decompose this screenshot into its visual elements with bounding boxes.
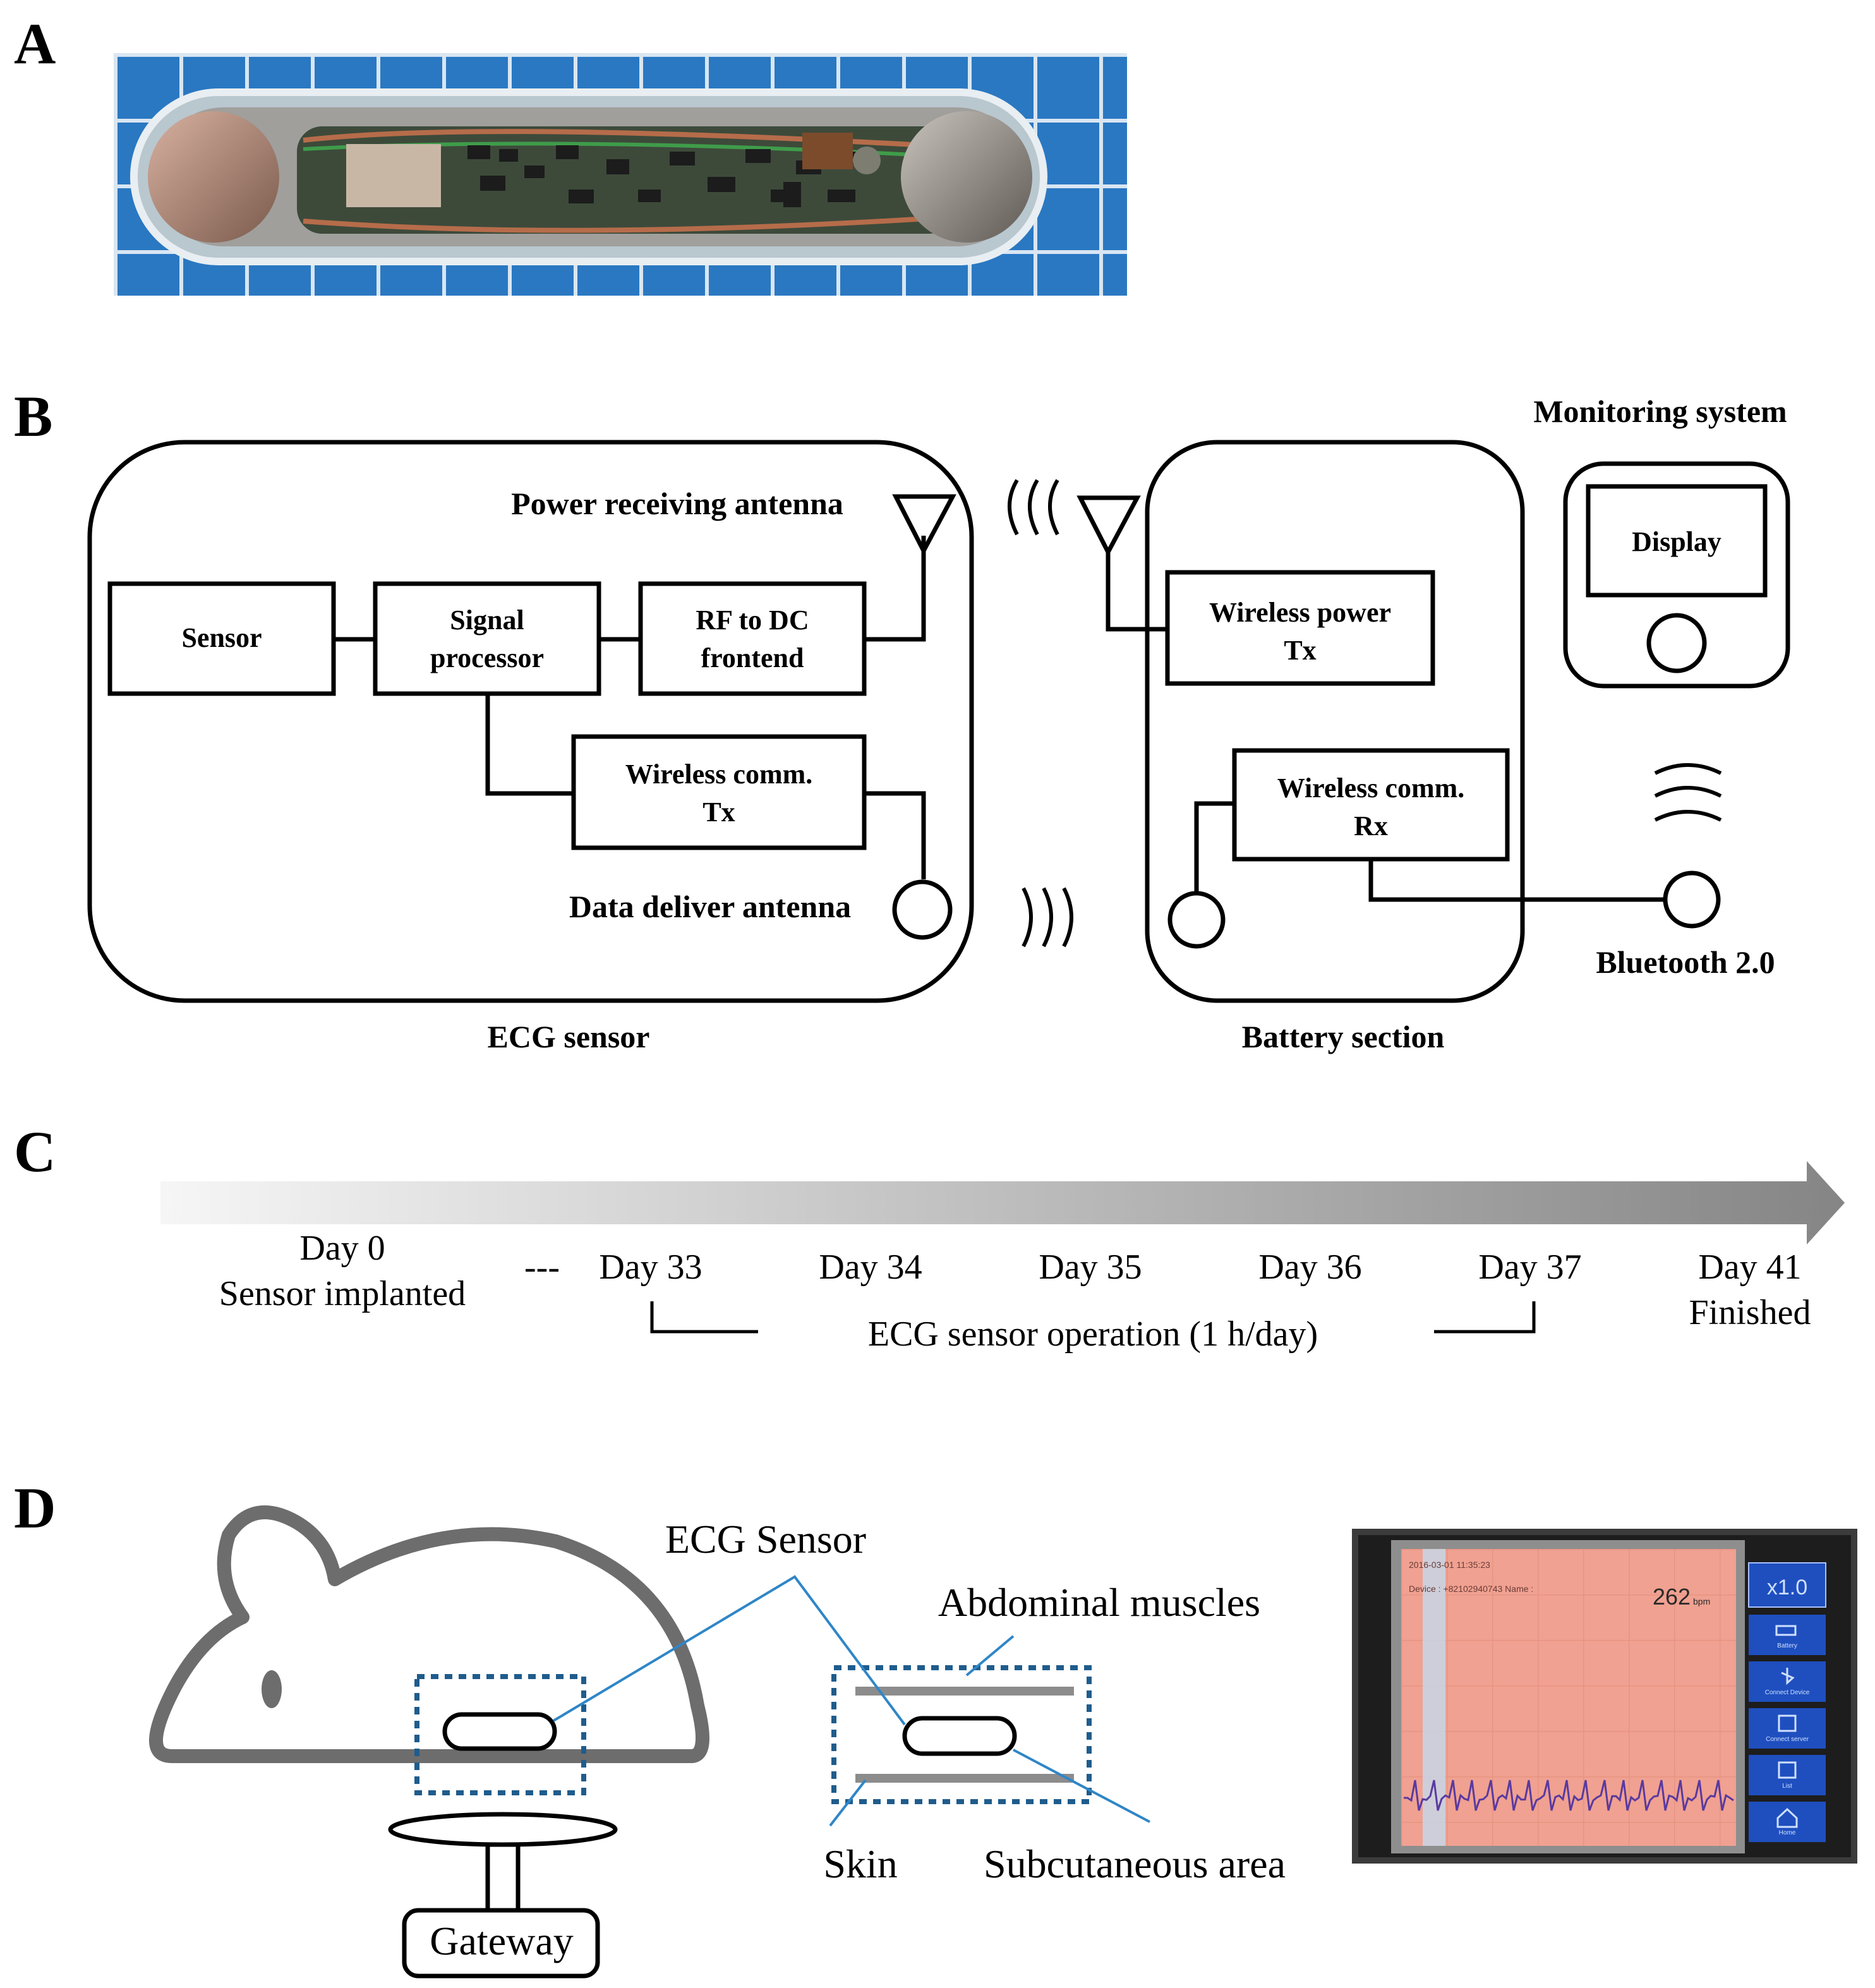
screen-menu: x1.0 Battery Connect Device Connect serv… <box>1748 1562 1826 1842</box>
bluetooth-wave-icon <box>1654 763 1722 822</box>
zoom-button[interactable] <box>1748 1562 1826 1608</box>
skin-leader <box>829 1779 867 1827</box>
battery-section-outline <box>1145 440 1525 1003</box>
monitoring-button-icon <box>1646 613 1707 673</box>
bluetooth-icon <box>1781 1668 1795 1685</box>
abdominal-leader <box>965 1635 1015 1677</box>
sensor-location-box <box>414 1674 586 1795</box>
rf-dc-label-1: RF to DC <box>696 605 809 636</box>
screen-heart-rate: 262 <box>1653 1584 1691 1610</box>
comm-rx-label-2: Rx <box>1354 810 1388 841</box>
ecg-sensor-caption: ECG sensor <box>488 1019 650 1054</box>
monitoring-device-outline <box>1563 461 1790 689</box>
ecg-data-wires <box>485 694 926 879</box>
skin-label: Skin <box>823 1841 897 1886</box>
battery-icon <box>1775 1625 1797 1636</box>
server-icon <box>1778 1714 1797 1732</box>
subcutaneous-leader <box>1013 1749 1150 1823</box>
power-tx-label-1: Wireless power <box>1209 597 1391 628</box>
panel-letter-b: B <box>14 384 52 449</box>
subcutaneous-label: Subcutaneous area <box>984 1841 1286 1886</box>
bluetooth-label: Bluetooth 2.0 <box>1596 944 1775 980</box>
skin-layer <box>855 1774 1074 1783</box>
sensor-block-label: Sensor <box>181 622 262 653</box>
data-wave-icon <box>1022 887 1073 948</box>
power-tx-block <box>1165 570 1435 686</box>
day-41-sublabel: Finished <box>1689 1293 1811 1332</box>
signal-processor-block <box>373 581 601 696</box>
comm-tx-label-2: Tx <box>702 797 735 828</box>
implanted-sensor-icon <box>442 1712 557 1751</box>
power-tx-label-2: Tx <box>1284 635 1316 666</box>
connect-server-label: Connect server <box>1766 1736 1809 1743</box>
ecg-trace <box>1404 1780 1734 1811</box>
rf-dc-block <box>638 581 867 696</box>
day-33-label: Day 33 <box>599 1248 702 1287</box>
battery-button-label: Battery <box>1777 1642 1797 1649</box>
ecg-sensor-leader <box>552 1575 906 1726</box>
ecg-power-wires <box>334 536 926 642</box>
day-37-label: Day 37 <box>1478 1248 1581 1287</box>
list-icon <box>1778 1761 1797 1779</box>
battery-section-caption: Battery section <box>1242 1019 1445 1054</box>
power-wave-icon <box>1008 479 1059 536</box>
day-41-label: Day 41 <box>1698 1248 1801 1287</box>
power-antenna-label: Power receiving antenna <box>511 486 843 521</box>
power-receiving-antenna-icon <box>892 494 956 556</box>
screen-device-line: Device : +82102940743 Name : <box>1409 1584 1533 1594</box>
comm-tx-label-1: Wireless comm. <box>625 759 813 790</box>
display-block <box>1586 484 1768 598</box>
battery-power-wire <box>1106 552 1167 632</box>
sensor-photo <box>114 53 1127 296</box>
comm-tx-block <box>571 734 867 850</box>
gateway-icon <box>388 1812 618 1979</box>
timeline-arrow <box>160 1161 1845 1244</box>
data-deliver-antenna-icon <box>892 879 953 940</box>
ecg-sensor-label: ECG Sensor <box>665 1517 866 1562</box>
day-34-label: Day 34 <box>819 1248 922 1287</box>
comm-rx-block <box>1232 748 1510 862</box>
signal-processor-label-2: processor <box>430 642 544 673</box>
comm-rx-label-1: Wireless comm. <box>1277 773 1465 804</box>
timeline-ellipsis: --- <box>524 1248 560 1287</box>
day-36-label: Day 36 <box>1258 1248 1361 1287</box>
mouse-eye-icon <box>262 1670 282 1708</box>
day-0-label: Day 0 <box>299 1229 385 1268</box>
battery-data-antenna-icon <box>1167 891 1226 949</box>
battery-data-wire <box>1194 801 1234 893</box>
detail-sensor-icon <box>902 1716 1017 1756</box>
connect-device-label: Connect Device <box>1765 1689 1810 1696</box>
signal-processor-label-1: Signal <box>450 605 524 636</box>
home-label: Home <box>1779 1829 1796 1836</box>
day-35-label: Day 35 <box>1039 1248 1142 1287</box>
abdominal-muscles-label: Abdominal muscles <box>938 1580 1260 1625</box>
panel-letter-d: D <box>14 1476 56 1540</box>
tissue-detail-box <box>831 1665 1092 1804</box>
zoom-label: x1.0 <box>1767 1575 1807 1599</box>
mouse-outline <box>149 1505 709 1763</box>
display-label: Display <box>1632 526 1721 557</box>
operation-bracket <box>650 1301 1536 1334</box>
abdominal-muscle-layer <box>855 1687 1074 1696</box>
screen-heart-rate-unit: bpm <box>1693 1596 1710 1606</box>
panel-letter-a: A <box>14 11 56 76</box>
monitoring-caption: Monitoring system <box>1533 394 1787 429</box>
rf-dc-label-2: frontend <box>701 642 804 673</box>
bluetooth-wire <box>1368 859 1665 902</box>
gateway-label: Gateway <box>430 1919 573 1963</box>
data-antenna-label: Data deliver antenna <box>569 889 851 924</box>
bluetooth-antenna-icon <box>1663 871 1721 929</box>
day-0-sublabel: Sensor implanted <box>219 1274 466 1313</box>
screen-timestamp: 2016-03-01 11:35:23 <box>1409 1560 1490 1570</box>
operation-label: ECG sensor operation (1 h/day) <box>868 1315 1318 1354</box>
monitor-screen-photo: 2016-03-01 11:35:23 Device : +8210294074… <box>1352 1529 1857 1864</box>
home-icon <box>1776 1807 1798 1828</box>
panel-letter-c: C <box>14 1119 56 1184</box>
list-label: List <box>1782 1783 1792 1790</box>
battery-power-antenna-icon <box>1076 495 1141 557</box>
ecg-sensor-outline <box>87 440 974 1003</box>
